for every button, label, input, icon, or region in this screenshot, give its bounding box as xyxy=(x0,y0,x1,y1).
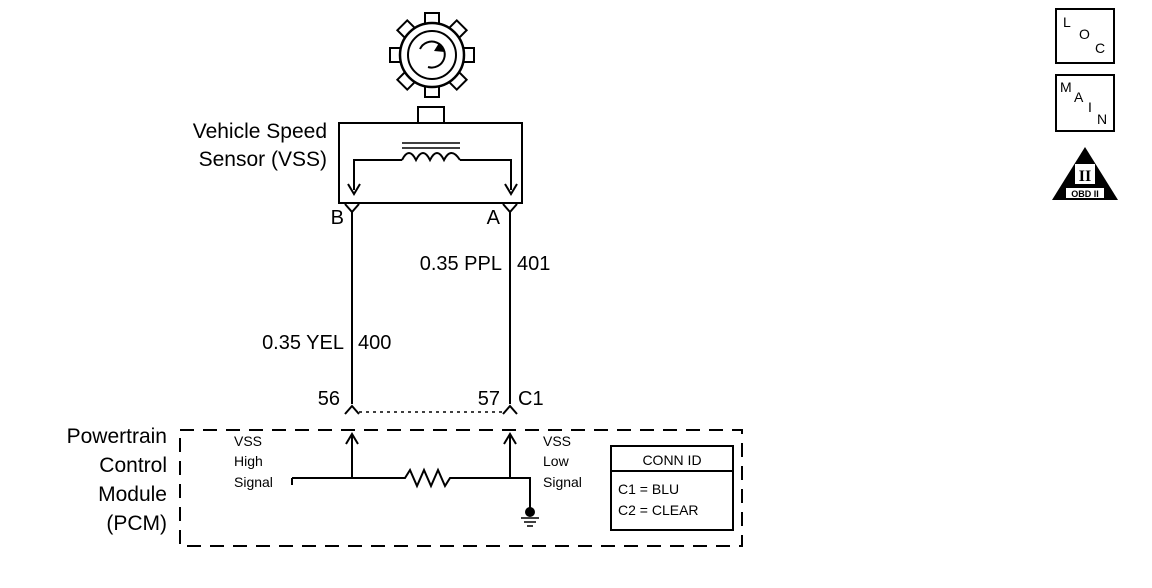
loc-letter-c: C xyxy=(1095,40,1106,56)
pcm-name-line2: Control xyxy=(99,454,167,477)
conn-id-row-2: C2 = CLEAR xyxy=(618,502,699,518)
sensor-connector-a-icon xyxy=(502,203,518,214)
pcm-internal-circuit xyxy=(291,432,539,527)
tone-wheel-icon xyxy=(389,12,475,98)
low-signal-line2: Low xyxy=(543,453,570,469)
wire-b-gauge-color: 0.35 YEL xyxy=(262,332,344,354)
pcm-name-line3: Module xyxy=(98,483,167,506)
loc-badge[interactable]: L O C xyxy=(1055,8,1115,64)
wire-b-circuit: 400 xyxy=(358,332,391,354)
pcm-connector-b-icon xyxy=(344,404,360,415)
wire-a-gauge-color: 0.35 PPL xyxy=(420,253,502,275)
main-badge[interactable]: M A I N xyxy=(1055,74,1115,132)
ground-node-icon xyxy=(525,507,535,517)
pcm-name-line1: Powertrain xyxy=(67,425,167,448)
wire-a-circuit: 401 xyxy=(517,253,550,275)
connector-id-label: C1 xyxy=(518,388,544,410)
terminal-b-label: B xyxy=(331,207,344,229)
main-letter-i: I xyxy=(1088,99,1092,115)
pcm-name-line4: (PCM) xyxy=(106,512,167,535)
vss-sensor-body xyxy=(338,106,523,204)
sensor-name-line2: Sensor (VSS) xyxy=(199,148,327,171)
pin-b-number: 56 xyxy=(318,388,340,410)
terminal-a-label: A xyxy=(487,207,501,229)
input-arrow-high-icon xyxy=(345,432,359,445)
obd-label: OBD II xyxy=(1071,189,1099,199)
resistor-icon xyxy=(291,467,531,510)
sensor-name-line1: Vehicle Speed xyxy=(193,120,327,143)
low-signal-line3: Signal xyxy=(543,474,582,490)
obd-roman-numeral: II xyxy=(1079,168,1091,185)
conn-id-title: CONN ID xyxy=(642,452,701,468)
main-letter-m: M xyxy=(1060,79,1072,95)
ground-icon xyxy=(521,517,539,527)
pcm-module-box xyxy=(179,429,743,547)
loc-letter-o: O xyxy=(1079,26,1090,42)
high-signal-line1: VSS xyxy=(234,433,262,449)
high-signal-line2: High xyxy=(234,453,263,469)
main-letter-n: N xyxy=(1097,111,1108,127)
loc-letter-l: L xyxy=(1063,14,1071,30)
input-arrow-low-icon xyxy=(503,432,517,445)
obd-ii-badge[interactable] xyxy=(1052,147,1118,200)
high-signal-line3: Signal xyxy=(234,474,273,490)
main-letter-a: A xyxy=(1074,89,1084,105)
sensor-connector-b-icon xyxy=(344,203,360,214)
pin-a-number: 57 xyxy=(478,388,500,410)
conn-id-row-1: C1 = BLU xyxy=(618,481,679,497)
pcm-connector-a-icon xyxy=(502,404,518,415)
low-signal-line1: VSS xyxy=(543,433,571,449)
conn-id-table xyxy=(610,445,734,531)
